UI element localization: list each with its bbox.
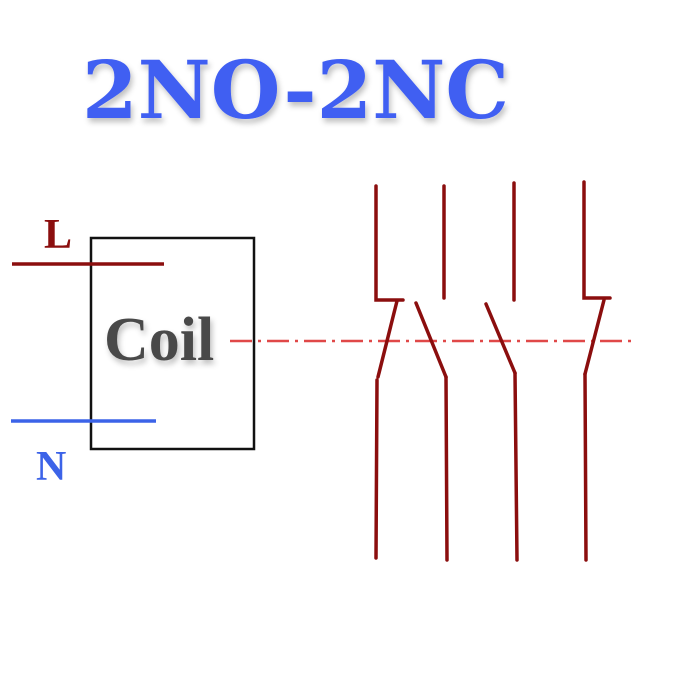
coil-label: Coil [104,306,214,374]
contact-nc-1 [374,184,405,560]
contact-no-2 [484,181,519,562]
live-label: L [44,212,72,258]
contact-nc-2 [582,180,612,562]
neutral-label: N [36,444,66,490]
coil-box [89,236,256,451]
contact-no-1 [414,184,449,562]
diagram-title: 2NO-2NC [82,43,509,137]
